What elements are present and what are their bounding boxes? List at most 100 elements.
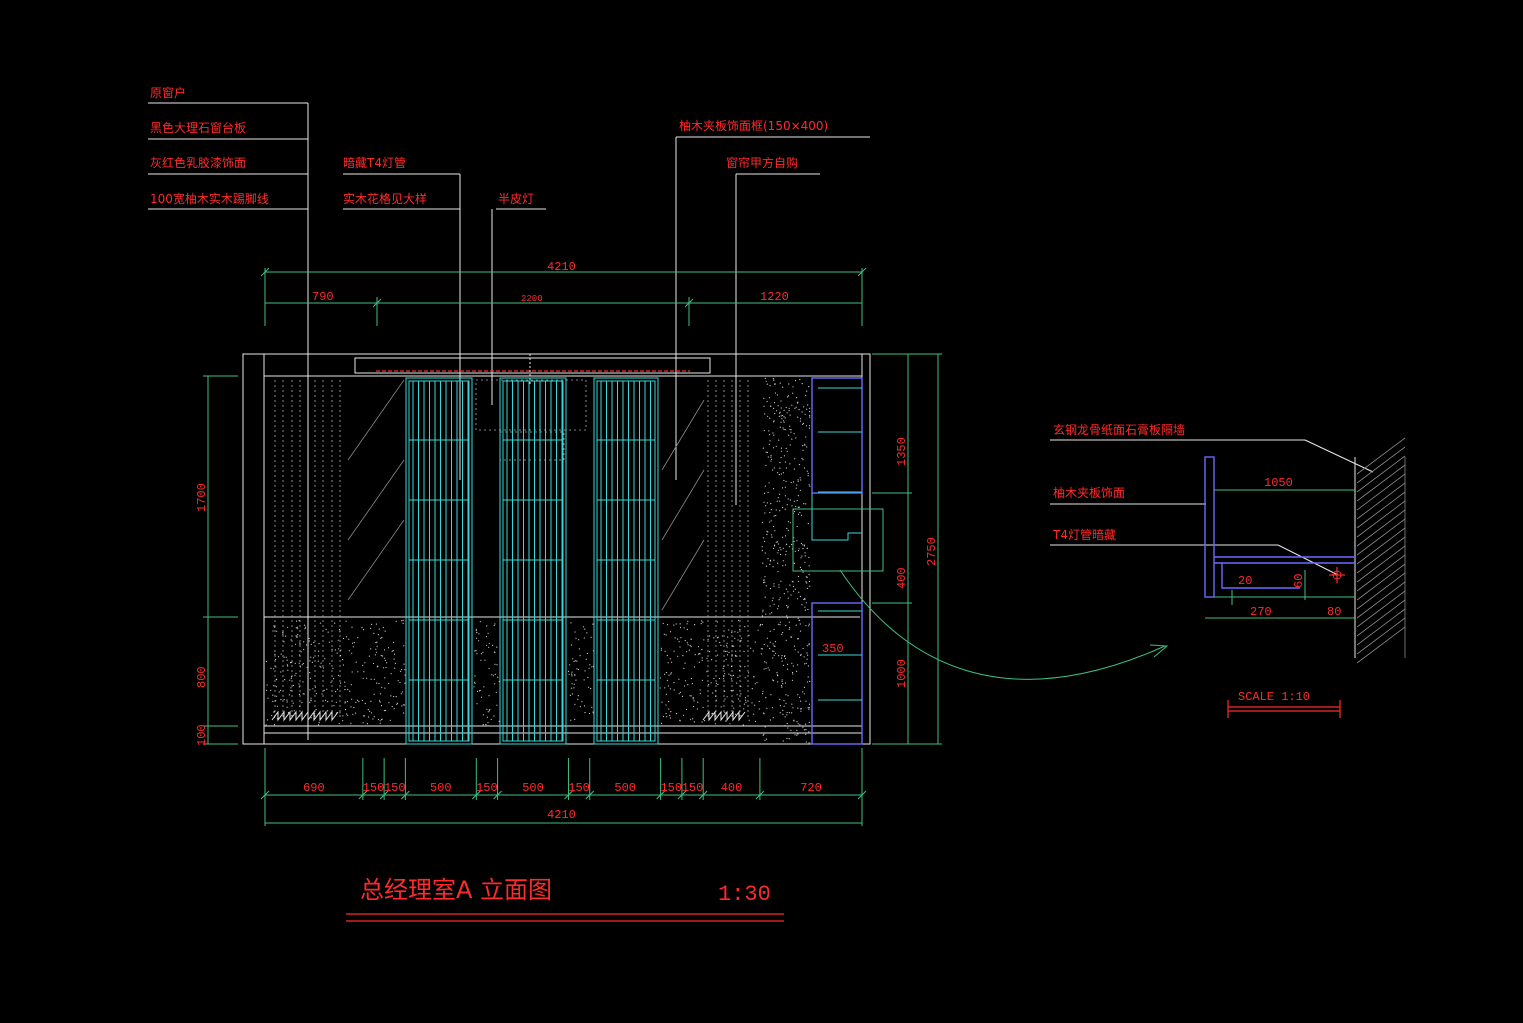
stone-speck (783, 416, 785, 418)
stone-speck (391, 650, 393, 652)
dim-slash (471, 790, 481, 800)
stone-speck (287, 626, 289, 628)
stone-speck (766, 637, 769, 639)
stone-speck (804, 609, 807, 611)
stone-speck (393, 658, 395, 660)
stone-speck (576, 660, 578, 662)
stone-speck (800, 418, 802, 420)
stone-speck (699, 692, 701, 695)
stone-speck (352, 646, 354, 648)
stone-speck (572, 658, 574, 660)
stone-speck (770, 503, 772, 505)
stone-speck (660, 647, 663, 649)
stone-speck (325, 699, 327, 701)
stone-speck (808, 386, 810, 388)
stone-speck (769, 641, 771, 643)
stone-speck (586, 632, 588, 634)
stone-speck (771, 707, 774, 709)
stone-speck (803, 693, 805, 695)
stone-speck (678, 693, 680, 695)
stone-speck (787, 695, 789, 697)
stone-speck (793, 645, 796, 647)
stone-speck (740, 685, 742, 688)
stone-speck (794, 588, 797, 590)
stone-speck (317, 660, 319, 662)
stone-speck (391, 705, 393, 708)
stone-speck (583, 679, 585, 681)
stone-speck (799, 477, 801, 479)
stone-speck (307, 663, 309, 665)
stone-speck (686, 642, 689, 644)
stone-speck (772, 547, 775, 550)
stone-speck (403, 663, 405, 665)
stone-speck (776, 674, 779, 676)
stone-speck (487, 632, 489, 634)
stone-speck (590, 636, 592, 638)
stone-speck (693, 666, 696, 668)
stone-speck (777, 552, 779, 554)
stone-speck (724, 673, 726, 675)
stone-speck (773, 650, 775, 653)
wall-hatch-line (1356, 473, 1406, 511)
stone-speck (486, 644, 488, 646)
stone-speck (805, 625, 807, 627)
stone-speck (295, 627, 297, 629)
stone-speck (699, 653, 701, 655)
stone-speck (730, 689, 732, 692)
stone-speck (486, 716, 488, 718)
stone-speck (773, 628, 775, 631)
stone-speck (308, 637, 310, 640)
stone-speck (774, 383, 776, 386)
stone-speck (361, 627, 363, 629)
stone-speck (480, 659, 482, 661)
stone-speck (662, 715, 665, 718)
stone-speck (773, 545, 776, 547)
stone-speck (757, 629, 759, 631)
stone-speck (483, 686, 485, 688)
stone-speck (801, 383, 803, 385)
stone-speck (659, 677, 661, 679)
stone-speck (798, 591, 800, 593)
stone-speck (764, 581, 766, 583)
stone-speck (723, 675, 725, 677)
stone-speck (353, 706, 355, 709)
stone-speck (402, 622, 404, 625)
stone-speck (706, 671, 708, 673)
stone-speck (798, 548, 800, 550)
stone-speck (358, 700, 360, 703)
stone-speck (792, 585, 795, 588)
stone-speck (385, 709, 387, 712)
stone-speck (280, 671, 282, 673)
stone-speck (393, 695, 395, 698)
stone-speck (577, 669, 580, 671)
wall-hatch-line (1356, 464, 1406, 502)
stone-speck (797, 479, 799, 481)
stone-speck (772, 717, 774, 719)
stone-speck (342, 659, 344, 661)
detail-dim-60: 60 (1292, 574, 1306, 588)
stone-speck (751, 702, 753, 704)
stone-speck (782, 565, 784, 567)
stone-speck (670, 673, 672, 675)
wall-hatch-line (1356, 572, 1406, 610)
lattice-frame (593, 377, 659, 745)
stone-speck (475, 650, 477, 652)
stone-speck (725, 658, 727, 660)
stone-speck (574, 631, 576, 633)
stone-speck (764, 661, 766, 663)
stone-speck (666, 679, 669, 682)
stone-speck (791, 662, 793, 664)
stone-speck (785, 480, 787, 483)
dim-bottom-segment: 150 (682, 781, 704, 795)
stone-speck (809, 680, 811, 683)
stone-speck (802, 548, 804, 550)
stone-speck (474, 682, 476, 684)
stone-speck (782, 713, 784, 716)
stone-speck (789, 627, 791, 629)
stone-speck (273, 724, 275, 726)
stone-speck (732, 645, 735, 647)
dim-left-800: 800 (195, 666, 209, 688)
stone-speck (795, 437, 797, 439)
stone-speck (772, 650, 774, 652)
stone-speck (760, 648, 763, 650)
